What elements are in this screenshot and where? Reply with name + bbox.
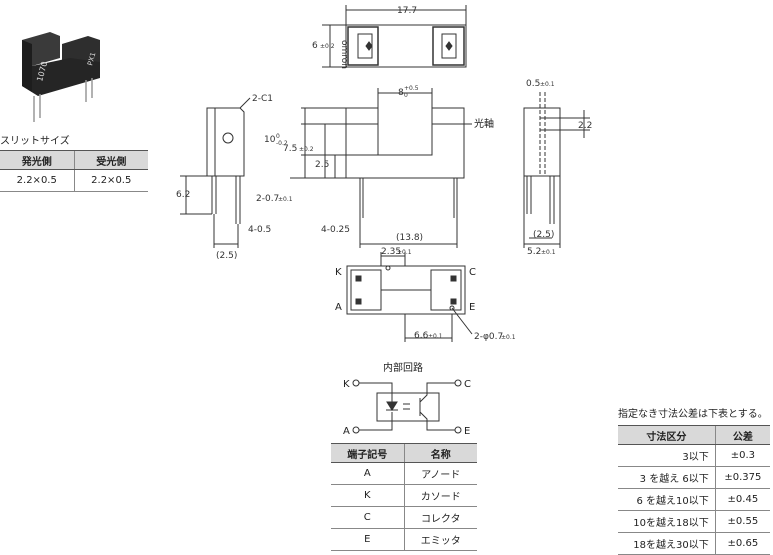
dim-6-6-tol: ±0.1 [428,333,443,340]
dim-0-5: 0.5 [526,79,540,89]
terminal-header-name: 名称 [403,443,477,463]
dim-4-05: 4-0.5 [248,225,271,235]
tolerance-header-range: 寸法区分 [618,425,716,445]
dim-2-07: 2-0.7 [256,194,279,204]
slit-size-table: 発光側 受光側 2.2×0.5 2.2×0.5 [0,150,148,192]
tolerance-value: ±0.375 [714,466,770,489]
table-row: 18を越え30以下 ±0.65 [618,532,770,555]
table-row: E エミッタ [331,528,477,551]
brand-label: omron [339,40,349,69]
dim-8-tol-minus: 0 [404,92,408,99]
tolerance-value: ±0.65 [714,532,770,555]
dim-holes-tol: ±0.1 [501,334,516,341]
dim-13-8: (13.8) [396,233,423,243]
dim-2-5-right: (2.5) [533,230,554,240]
internal-circuit [352,379,462,434]
terminal-e-circuit: E [464,426,470,437]
terminal-a-bottom: A [335,302,342,313]
dim-6-tol: ±0.2 [320,43,335,50]
terminal-name: アノード [403,462,477,485]
terminal-name: エミッタ [403,528,477,551]
terminal-name: カソード [403,484,477,507]
dim-6: 6 [312,41,318,51]
dim-5-2-tol: ±0.1 [541,249,556,256]
tolerance-table: 寸法区分 公差 3以下 ±0.3 3 を越え 6以下 ±0.375 6 を越え1… [618,425,770,555]
dim-7-5-tol: ±0.2 [299,146,314,153]
terminal-k-circuit: K [343,379,350,390]
terminal-table: 端子記号 名称 A アノード K カソード C コレクタ E エミッタ [331,443,477,551]
dim-0-5-tol: ±0.1 [540,81,555,88]
terminal-k-bottom: K [335,267,342,278]
slit-value-emitter: 2.2×0.5 [0,169,74,192]
tolerance-range: 3以下 [618,444,716,467]
dim-holes: 2-φ0.7 [474,332,503,342]
slit-header-receiver: 受光側 [73,150,148,170]
table-row: 10を越え18以下 ±0.55 [618,510,770,533]
table-row: 3以下 ±0.3 [618,444,770,467]
tolerance-value: ±0.55 [714,510,770,533]
terminal-e-bottom: E [469,302,475,313]
dim-2-35-tol: ±0.1 [397,249,412,256]
dim-2-2: 2.2 [578,121,592,131]
product-photo: 1070 PX1 [22,32,100,122]
tolerance-range: 18を越え30以下 [618,532,716,555]
dim-2-07-tol: ±0.1 [278,196,293,203]
tolerance-range: 10を越え18以下 [618,510,716,533]
dim-2-c1: 2-C1 [252,94,273,104]
terminal-c-bottom: C [469,267,476,278]
table-row: 6 を越え10以下 ±0.45 [618,488,770,511]
dim-2-5: 2.5 [315,160,329,170]
terminal-symbol: E [331,528,404,551]
top-view [322,5,467,68]
dim-10: 10 [264,135,276,145]
dim-8: 8 [398,88,404,98]
tolerance-range: 6 を越え10以下 [618,488,716,511]
left-side-view [180,97,251,248]
bottom-view [346,252,473,342]
tolerance-header-value: 公差 [714,425,770,445]
dim-7-5: 7.5 [283,144,297,154]
dim-2-5-left: (2.5) [216,251,237,261]
slit-size-title: スリットサイズ [0,136,70,147]
tolerance-range: 3 を越え 6以下 [618,466,716,489]
slit-header-emitter: 発光側 [0,150,74,170]
dim-4-025: 4-0.25 [321,225,350,235]
terminal-a-circuit: A [343,426,350,437]
tolerance-value: ±0.3 [714,444,770,467]
terminal-symbol: K [331,484,404,507]
dim-6-6: 6.6 [414,331,429,341]
dim-10-tol-plus: 0 [276,133,280,140]
dim-8-tol-plus: +0.5 [404,85,419,92]
dim-6-2: 6.2 [176,190,190,200]
dim-2-35: 2.35 [381,247,401,257]
tolerance-note: 指定なき寸法公差は下表とする。 [618,409,768,420]
terminal-symbol: C [331,506,404,529]
slit-value-receiver: 2.2×0.5 [73,169,148,192]
tolerance-value: ±0.45 [714,488,770,511]
dim-5-2: 5.2 [527,247,541,257]
front-view [290,88,472,248]
circuit-title: 内部回路 [383,363,423,374]
table-row: 3 を越え 6以下 ±0.375 [618,466,770,489]
terminal-name: コレクタ [403,506,477,529]
optical-axis-label: 光軸 [474,117,494,130]
terminal-symbol: A [331,462,404,485]
table-row: A アノード [331,462,477,485]
dim-10-tol-minus: -0.2 [276,140,288,147]
terminal-header-symbol: 端子記号 [331,443,404,463]
table-row: C コレクタ [331,506,477,529]
right-side-view [523,92,590,248]
code-label: PX1 [86,51,97,66]
terminal-c-circuit: C [464,379,471,390]
table-row: K カソード [331,484,477,507]
dim-17-7: 17.7 [397,6,417,16]
